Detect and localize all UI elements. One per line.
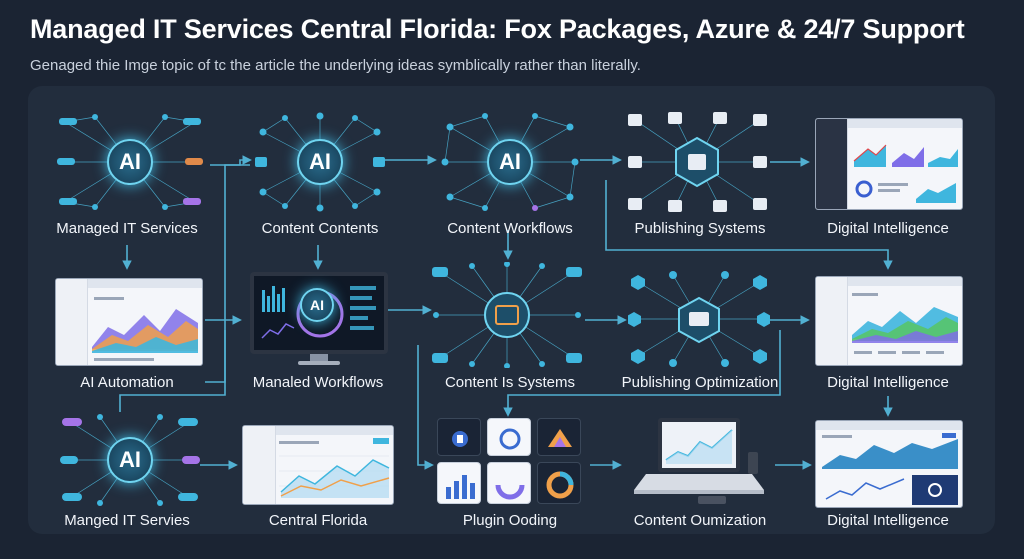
node-label: Content Contents [261, 220, 379, 237]
flow-v4 [417, 345, 434, 470]
node-content-oumization[interactable] [628, 416, 774, 508]
page-subtitle: Genaged thie Imge topic of tc the articl… [30, 57, 641, 74]
dashboard-icon [92, 297, 198, 361]
flow-r1-e [605, 180, 893, 270]
dashboard-icon [853, 144, 958, 203]
node-digital-intelligence-2[interactable] [815, 276, 963, 366]
node-digital-intelligence[interactable] [815, 118, 963, 210]
plugin-tile [437, 418, 481, 456]
node-label: Content Is Systems [444, 374, 576, 391]
node-label: Manaled Workflows [252, 374, 384, 391]
ai-network-icon [255, 112, 385, 212]
node-label: Content Oumization [633, 512, 767, 529]
node-label: Content Workflows [447, 220, 573, 237]
node-label: Central Florida [268, 512, 368, 529]
publishing-hub-icon [627, 271, 771, 367]
monitor-stand [310, 354, 328, 362]
node-digital-intelligence-3[interactable] [815, 420, 963, 508]
node-label: Digital Intelligence [827, 374, 949, 391]
ai-core: AI [487, 139, 533, 185]
flow-r2-e [503, 330, 781, 417]
node-ai-automation[interactable] [55, 278, 203, 366]
ai-core: AI [107, 437, 153, 483]
node-label: Digital Intelligence [827, 220, 949, 237]
page-title: Managed IT Services Central Florida: Fox… [30, 14, 965, 44]
plugin-tile [537, 462, 581, 504]
dashboard-icon [852, 293, 958, 354]
dashboard-icon [279, 438, 390, 498]
node-label: Publishing Optimization [621, 374, 779, 391]
node-managed-workflows[interactable]: AI [250, 272, 388, 368]
node-label: Publishing Systems [634, 220, 766, 237]
node-publishing-systems[interactable] [625, 112, 770, 212]
node-plugin-ooding[interactable] [437, 418, 583, 508]
dashboard-icon [822, 433, 958, 505]
node-label: Digital Intelligence [827, 512, 949, 529]
ai-core: AI [107, 139, 153, 185]
node-managed-it-services[interactable]: AI [55, 112, 205, 212]
node-label: Plugin Ooding [462, 512, 558, 529]
hub-network-icon [432, 261, 582, 369]
plugin-tiles-icon [452, 431, 468, 447]
flow-long-1 [205, 164, 250, 383]
node-publishing-optimization[interactable] [627, 270, 771, 368]
plugin-tile [437, 462, 481, 504]
laptop-icon [634, 418, 764, 504]
node-label: Managed IT Services [56, 220, 198, 237]
plugin-tile [537, 418, 581, 456]
node-content-contents[interactable]: AI [255, 112, 385, 212]
ai-core: AI [300, 288, 334, 322]
node-label: Manged IT Servies [64, 512, 190, 529]
node-label: AI Automation [80, 374, 174, 391]
node-manged-it-servies[interactable]: AI [60, 413, 200, 507]
monitor-base [298, 361, 340, 365]
node-content-workflows[interactable]: AI [440, 112, 580, 212]
plugin-tile [487, 418, 531, 456]
node-content-is-systems[interactable] [432, 261, 582, 369]
node-central-florida[interactable] [242, 425, 394, 505]
flow-long-2 [119, 330, 226, 412]
plugin-tile [487, 462, 531, 504]
publishing-hub-icon [628, 112, 767, 212]
ai-core: AI [297, 139, 343, 185]
